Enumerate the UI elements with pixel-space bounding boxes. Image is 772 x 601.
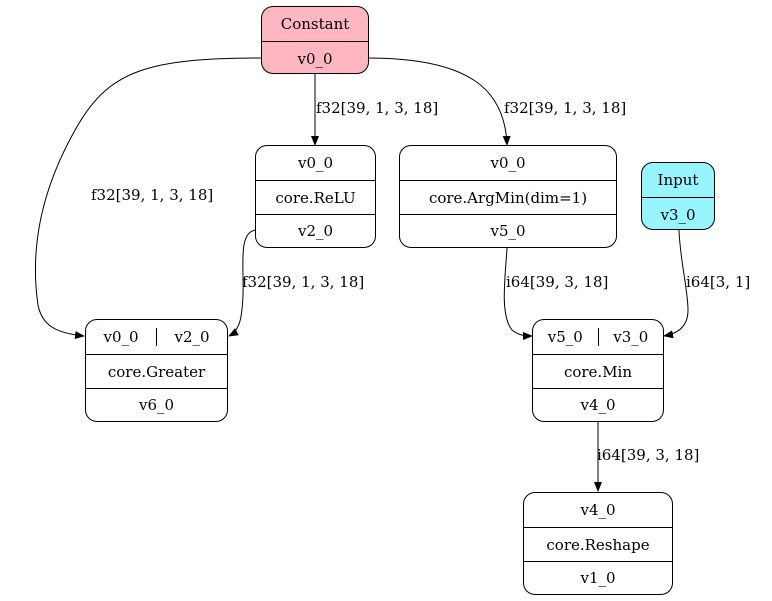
greater-node-op: core.Greater [86, 354, 227, 388]
relu-node-input: v0_0 [297, 154, 334, 172]
greater-node-output: v6_0 [86, 388, 227, 421]
edge-const-to-argmin [367, 57, 511, 146]
reshape-node-input: v4_0 [580, 501, 616, 519]
min-node-inputs: v5_0 v3_0 [533, 320, 663, 354]
edge-label-const-to-relu: f32[39, 1, 3, 18] [316, 99, 439, 117]
relu-node: v0_0 core.ReLU v2_0 [255, 145, 376, 248]
edge-label-const-to-greater: f32[39, 1, 3, 18] [91, 186, 214, 204]
reshape-node-output: v1_0 [524, 561, 672, 594]
reshape-node-op: core.Reshape [524, 527, 672, 561]
greater-node-input-0: v0_0 [103, 328, 139, 346]
constant-node-title: Constant [280, 15, 350, 33]
input-node-output: v3_0 [642, 197, 714, 229]
edge-input-to-min [663, 229, 689, 339]
constant-node: Constant v0_0 [261, 6, 369, 74]
reshape-node: v4_0 core.Reshape v1_0 [523, 492, 673, 595]
relu-node-output: v2_0 [256, 214, 375, 247]
relu-node-op: core.ReLU [256, 180, 375, 214]
argmin-node-input: v0_0 [490, 154, 526, 172]
edge-label-const-to-argmin: f32[39, 1, 3, 18] [504, 99, 627, 117]
greater-node: v0_0 v2_0 core.Greater v6_0 [85, 319, 228, 422]
edge-label-input-to-min: i64[3, 1] [686, 273, 751, 291]
edge-label-argmin-to-min: i64[39, 3, 18] [506, 273, 609, 291]
input-node: Input v3_0 [641, 162, 715, 230]
min-node-output: v4_0 [533, 388, 663, 421]
argmin-node-op: core.ArgMin(dim=1) [400, 180, 616, 214]
min-node-input-0: v5_0 [547, 328, 583, 346]
greater-node-inputs: v0_0 v2_0 [86, 320, 227, 354]
input-node-title: Input [657, 171, 699, 189]
edge-label-min-to-reshape: i64[39, 3, 18] [597, 446, 700, 464]
greater-node-input-1: v2_0 [156, 328, 227, 346]
edge-relu-to-greater [228, 229, 257, 337]
min-node-input-1: v3_0 [597, 328, 664, 346]
argmin-node: v0_0 core.ArgMin(dim=1) v5_0 [399, 145, 617, 248]
min-node-op: core.Min [533, 354, 663, 388]
constant-node-output: v0_0 [262, 41, 368, 73]
edge-label-relu-to-greater: f32[39, 1, 3, 18] [242, 273, 365, 291]
edge-argmin-to-min [503, 247, 533, 340]
argmin-node-output: v5_0 [400, 214, 616, 247]
edge-const-to-greater [34, 57, 263, 340]
min-node: v5_0 v3_0 core.Min v4_0 [532, 319, 664, 422]
